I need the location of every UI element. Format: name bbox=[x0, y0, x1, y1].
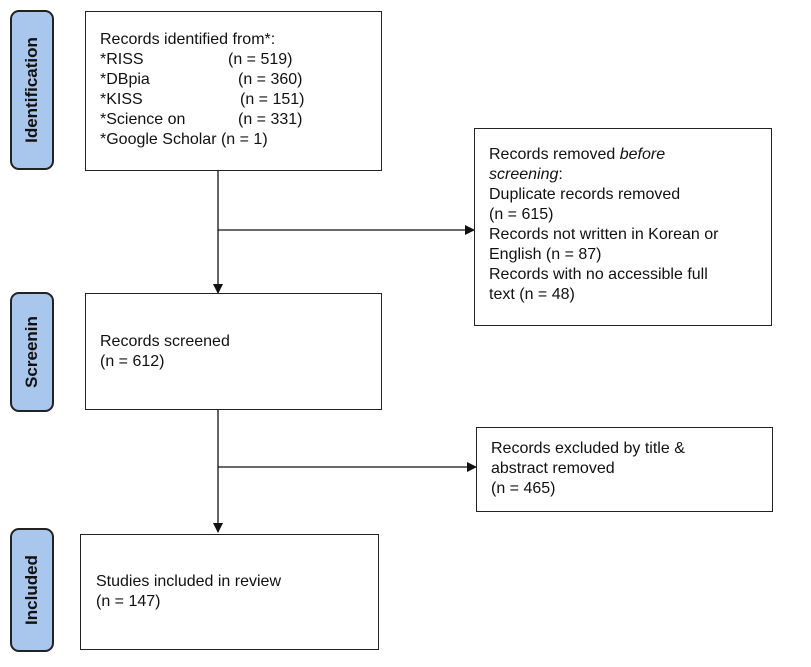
excluded-count: (n = 465) bbox=[491, 480, 556, 497]
source-name: *DBpia bbox=[100, 71, 150, 88]
removed-line: Duplicate records removed bbox=[489, 186, 681, 203]
records-screened-box: Records screened (n = 612) bbox=[85, 293, 382, 410]
source-row: *Science on (n = 331) bbox=[100, 110, 381, 130]
records-removed-box: Records removed before screening: Duplic… bbox=[474, 128, 772, 326]
identification-heading: Records identified from*: bbox=[100, 31, 276, 48]
records-excluded-box: Records excluded by title & abstract rem… bbox=[476, 427, 773, 512]
excluded-line-1: Records excluded by title & bbox=[491, 440, 685, 457]
source-name: *Science on bbox=[100, 111, 186, 128]
removed-italic-before: before bbox=[619, 146, 666, 163]
source-count: (n = 151) bbox=[240, 91, 305, 108]
source-row: *KISS (n = 151) bbox=[100, 90, 381, 110]
source-name: *KISS bbox=[100, 91, 143, 108]
source-count: (n = 360) bbox=[238, 71, 303, 88]
removed-line: English (n = 87) bbox=[489, 246, 602, 263]
source-row: *RISS (n = 519) bbox=[100, 50, 381, 70]
identification-box: Records identified from*: *RISS (n = 519… bbox=[85, 11, 382, 171]
removed-heading: Records removed before bbox=[489, 145, 771, 165]
screened-count: (n = 612) bbox=[100, 353, 165, 370]
source-google-scholar: *Google Scholar (n = 1) bbox=[100, 131, 268, 148]
studies-included-box: Studies included in review (n = 147) bbox=[80, 534, 379, 650]
removed-line: Records not written in Korean or bbox=[489, 226, 719, 243]
phase-included: Included bbox=[10, 528, 54, 652]
source-name: *RISS bbox=[100, 51, 144, 68]
removed-heading-2: screening: bbox=[489, 165, 771, 185]
removed-prefix: Records removed bbox=[489, 146, 620, 163]
removed-line: Records with no accessible full bbox=[489, 266, 708, 283]
included-label: Studies included in review bbox=[96, 573, 281, 590]
phase-screening: Screenin bbox=[10, 292, 54, 412]
source-count: (n = 519) bbox=[228, 51, 293, 68]
screened-label: Records screened bbox=[100, 333, 230, 350]
included-count: (n = 147) bbox=[96, 593, 161, 610]
removed-line: (n = 615) bbox=[489, 206, 554, 223]
phase-identification: Identification bbox=[10, 10, 54, 170]
source-count: (n = 331) bbox=[238, 111, 303, 128]
excluded-line-2: abstract removed bbox=[491, 460, 615, 477]
source-row: *DBpia (n = 360) bbox=[100, 70, 381, 90]
removed-suffix: : bbox=[558, 166, 563, 183]
removed-italic-screening: screening bbox=[489, 166, 559, 183]
removed-line: text (n = 48) bbox=[489, 286, 575, 303]
